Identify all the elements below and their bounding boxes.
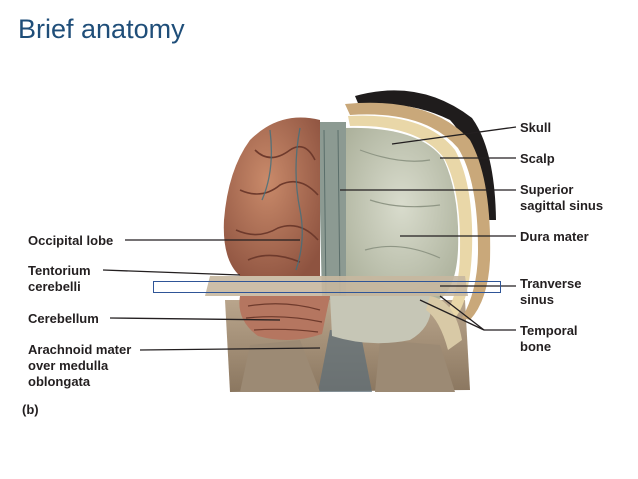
label-temporal-bone: Temporal bone — [520, 323, 578, 354]
label-occipital-lobe: Occipital lobe — [28, 233, 114, 248]
leader-lines-right — [340, 126, 517, 331]
superior-sagittal-sinus — [318, 122, 346, 300]
skull — [348, 115, 473, 318]
scalp — [345, 102, 491, 321]
slide-title: Brief anatomy — [18, 14, 185, 44]
temporal-bone — [426, 296, 462, 350]
transverse-sinus-highlight-box — [153, 281, 501, 293]
label-scalp: Scalp — [520, 151, 555, 166]
label-dura-mater: Dura mater — [520, 229, 589, 244]
leader-lines-left — [102, 239, 321, 351]
label-cerebellum: Cerebellum — [28, 311, 99, 326]
dura-mater — [345, 127, 459, 300]
label-transverse-sinus: Tranverse sinus — [520, 276, 582, 307]
label-skull: Skull — [520, 120, 552, 135]
label-superior-sagittal-sinus: Superior sagittal sinus — [520, 182, 604, 213]
figure-panel-tag: (b) — [22, 402, 39, 417]
label-arachnoid-mater: Arachnoid mater over medulla oblongata — [28, 342, 132, 389]
label-tentorium-cerebelli: Tentorium cerebelli — [28, 263, 91, 294]
hair — [355, 90, 496, 221]
occipital-lobe — [223, 117, 320, 276]
